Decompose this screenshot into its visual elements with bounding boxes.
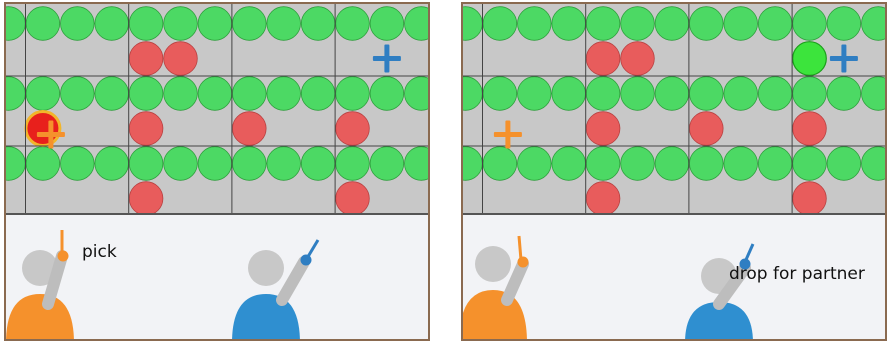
ball-green [690, 7, 724, 41]
ball-green [655, 77, 689, 111]
ball-green [336, 77, 370, 111]
ball-green [621, 147, 655, 181]
ball-green [233, 147, 267, 181]
ball-green [26, 147, 60, 181]
ball-red [164, 42, 198, 76]
ball-red [233, 112, 267, 146]
ball-green [95, 77, 129, 111]
ball-green [267, 77, 301, 111]
ball-green [336, 147, 370, 181]
ball-green [129, 77, 163, 111]
ball-green [129, 7, 163, 41]
ball-green [301, 77, 335, 111]
ball-red [793, 112, 827, 146]
ball-green [758, 77, 792, 111]
ball-green [724, 77, 758, 111]
ball-green [198, 7, 232, 41]
ball-green [758, 7, 792, 41]
scene-left [6, 4, 430, 341]
ball-green [483, 7, 517, 41]
ball-green [26, 77, 60, 111]
ball-red [586, 42, 620, 76]
ball-green [301, 147, 335, 181]
ball-placed [793, 42, 827, 76]
ball-green [586, 147, 620, 181]
ball-green [793, 77, 827, 111]
ball-green [518, 7, 552, 41]
ball-green [724, 7, 758, 41]
ball-green [301, 7, 335, 41]
panel-drop: drop for partner [461, 2, 887, 341]
ball-green [267, 147, 301, 181]
ball-green [518, 77, 552, 111]
ball-green [586, 7, 620, 41]
ball-red [336, 112, 370, 146]
ball-green [164, 147, 198, 181]
ball-green [370, 7, 404, 41]
ball-green [690, 77, 724, 111]
ball-green [621, 7, 655, 41]
ball-green [827, 7, 861, 41]
ball-red [129, 42, 163, 76]
person-head [475, 246, 511, 282]
ball-green [233, 7, 267, 41]
ball-green [370, 147, 404, 181]
ball-green [198, 77, 232, 111]
ball-green [483, 147, 517, 181]
caption-pick: pick [82, 242, 117, 262]
ball-green [827, 147, 861, 181]
ball-green [621, 77, 655, 111]
pointer-orange [519, 236, 521, 260]
ball-green [164, 7, 198, 41]
ball-green [61, 7, 95, 41]
ball-red [621, 42, 655, 76]
ball-red [793, 182, 827, 216]
ball-green [164, 77, 198, 111]
ball-green [793, 7, 827, 41]
pointer-orange-tip [518, 257, 529, 268]
ball-red [129, 112, 163, 146]
ball-green [95, 7, 129, 41]
ball-green [129, 147, 163, 181]
ball-green [95, 147, 129, 181]
ball-green [793, 147, 827, 181]
ball-green [552, 147, 586, 181]
pointer-orange-tip [58, 251, 69, 262]
ball-red [586, 182, 620, 216]
ball-green [233, 77, 267, 111]
ball-green [758, 147, 792, 181]
ball-green [827, 77, 861, 111]
ball-green [483, 77, 517, 111]
ball-green [61, 147, 95, 181]
ball-green [655, 7, 689, 41]
ball-red [690, 112, 724, 146]
ball-selected [26, 112, 60, 146]
ball-green [655, 147, 689, 181]
ball-red [336, 182, 370, 216]
ball-green [586, 77, 620, 111]
ball-green [518, 147, 552, 181]
panel-pick: pick [4, 2, 430, 341]
ball-green [552, 7, 586, 41]
scene-right [463, 4, 887, 341]
caption-drop-for-partner: drop for partner [729, 264, 865, 284]
pointer-blue-tip [301, 255, 312, 266]
ball-red [586, 112, 620, 146]
ball-green [198, 147, 232, 181]
ball-red [129, 182, 163, 216]
ball-green [690, 147, 724, 181]
ball-green [552, 77, 586, 111]
ball-green [26, 7, 60, 41]
ball-green [267, 7, 301, 41]
ball-green [61, 77, 95, 111]
person-head [248, 250, 284, 286]
ball-green [724, 147, 758, 181]
ball-green [370, 77, 404, 111]
ball-green [336, 7, 370, 41]
